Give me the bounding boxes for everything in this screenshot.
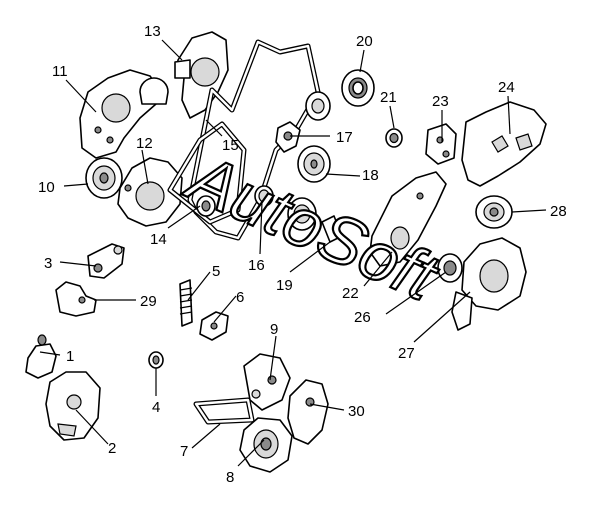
label-6: 6	[236, 289, 244, 306]
part-23-bracket	[425, 123, 457, 165]
part-7-drive-belt	[193, 397, 255, 425]
label-8: 8	[226, 469, 234, 486]
label-4: 4	[152, 399, 160, 416]
label-30: 30	[348, 403, 365, 420]
label-5: 5	[212, 263, 220, 280]
part-6-adjuster	[199, 311, 229, 341]
part-27-pump-housing	[451, 237, 527, 331]
part-26-seal	[437, 253, 463, 283]
label-9: 9	[270, 321, 278, 338]
part-19-sprocket	[287, 197, 343, 243]
label-14: 14	[150, 231, 167, 248]
part-1-mount	[25, 334, 57, 379]
part-30-bracket	[287, 379, 329, 445]
part-17-tensioner	[275, 91, 331, 153]
callout-labels: 1 2 3 4 5 6 7 8 9 10 11 12 13 14 15 16 1…	[38, 23, 567, 486]
part-10-pulley	[85, 157, 123, 199]
part-22-front-cover	[369, 171, 447, 267]
part-9-bracket	[243, 353, 291, 411]
part-8-water-pump	[239, 417, 293, 473]
part-12-rear-cover	[117, 157, 183, 227]
label-28: 28	[550, 203, 567, 220]
label-22: 22	[342, 285, 359, 302]
part-11-left-cover	[79, 69, 169, 159]
label-20: 20	[356, 33, 373, 50]
label-2: 2	[108, 440, 116, 457]
label-13: 13	[144, 23, 161, 40]
label-12: 12	[136, 135, 153, 152]
part-18-sprocket	[297, 145, 331, 183]
part-3-bracket	[87, 243, 125, 279]
label-1: 1	[66, 348, 74, 365]
label-21: 21	[380, 89, 397, 106]
leader-lines	[39, 39, 547, 467]
part-24-right-cover	[461, 101, 547, 187]
part-4-nut	[148, 351, 164, 369]
label-27: 27	[398, 345, 415, 362]
label-24: 24	[498, 79, 515, 96]
label-10: 10	[38, 179, 55, 196]
label-29: 29	[140, 293, 157, 310]
part-16-roller	[254, 185, 274, 207]
part-14-idler	[196, 195, 216, 217]
part-5-spring	[179, 279, 193, 327]
part-13-upper-cover	[174, 31, 229, 119]
part-28-pulley	[475, 195, 513, 229]
part-29-bracket	[55, 281, 97, 317]
part-20-seal	[341, 69, 375, 107]
label-15: 15	[222, 137, 239, 154]
label-23: 23	[432, 93, 449, 110]
label-7: 7	[180, 443, 188, 460]
label-18: 18	[362, 167, 379, 184]
label-17: 17	[336, 129, 353, 146]
label-3: 3	[44, 255, 52, 272]
label-11: 11	[52, 63, 68, 80]
label-19: 19	[276, 277, 293, 294]
part-21-bushing	[385, 128, 403, 148]
label-16: 16	[248, 257, 265, 274]
label-26: 26	[354, 309, 371, 326]
part-2-housing	[45, 371, 101, 441]
